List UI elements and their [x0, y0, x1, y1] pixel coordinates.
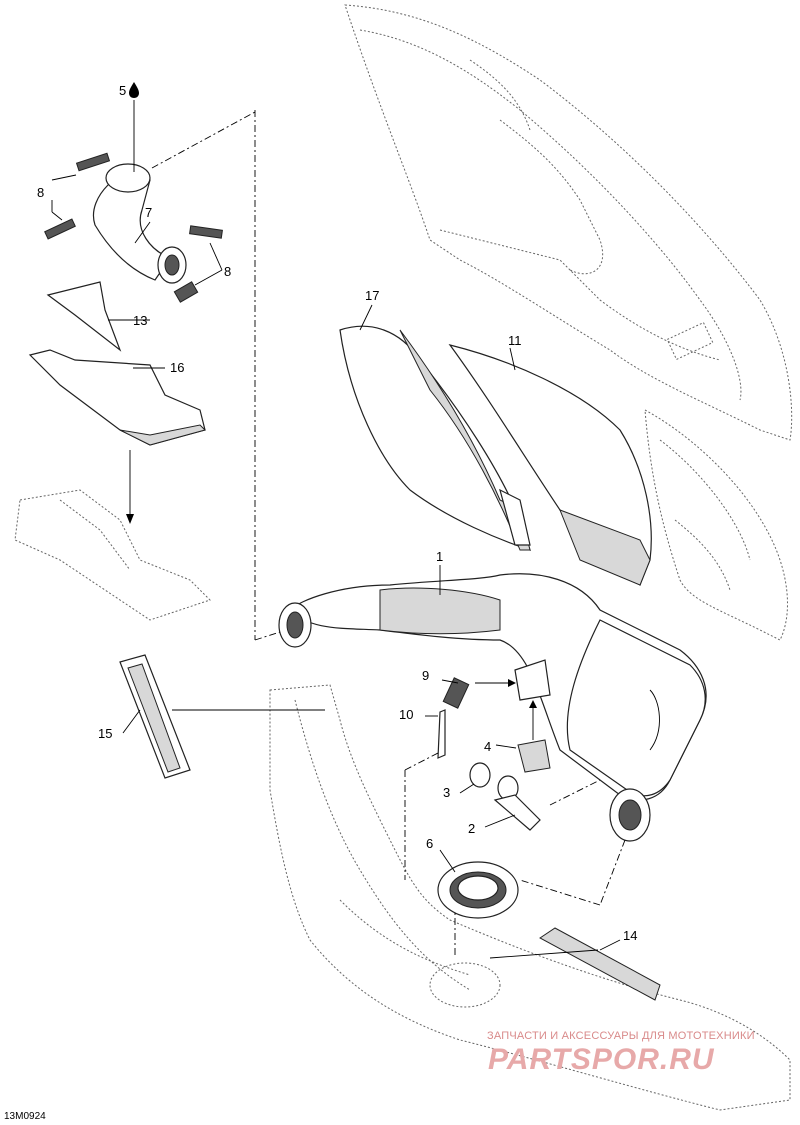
side-panel-ghost — [644, 409, 788, 641]
arrow-right-icon — [508, 679, 516, 687]
heat-shield-11 — [448, 344, 652, 586]
watermark-tagline: ЗАПЧАСТИ И АКСЕССУАРЫ ДЛЯ МОТОТЕХНИКИ — [487, 1030, 755, 1042]
callout-17: 17 — [365, 288, 379, 303]
callout-1: 1 — [436, 549, 443, 564]
callout-11: 11 — [508, 333, 522, 348]
grommet-6 — [437, 861, 519, 919]
elbow-7 — [92, 163, 187, 284]
callout-3: 3 — [443, 785, 450, 800]
callout-6: 6 — [426, 836, 433, 851]
callout-5: 5 — [119, 83, 126, 98]
callout-8-left: 8 — [37, 185, 44, 200]
callout-15: 15 — [98, 726, 112, 741]
muffler-1 — [278, 573, 707, 842]
heat-shield-17 — [339, 325, 531, 551]
heat-shield-16 — [28, 349, 206, 446]
callout-16: 16 — [170, 360, 184, 375]
callout-14: 14 — [623, 928, 637, 943]
callout-4: 4 — [484, 739, 491, 754]
callout-2: 2 — [468, 821, 475, 836]
callout-9: 9 — [422, 668, 429, 683]
callouts: 5 7 8 8 13 16 17 11 1 15 9 10 4 3 2 6 14 — [37, 83, 637, 943]
strip-14 — [539, 927, 661, 1001]
springs-8 — [44, 152, 223, 303]
arrow-down-icon — [126, 514, 134, 524]
callout-13: 13 — [133, 313, 147, 328]
oil-drop-icon — [129, 82, 139, 98]
callout-7: 7 — [145, 205, 152, 220]
diagram-reference-code: 13M0924 — [4, 1111, 46, 1122]
callout-8-right: 8 — [224, 264, 231, 279]
watermark-brand: PARTSPOR.RU — [488, 1043, 715, 1076]
bracket-15 — [119, 654, 191, 779]
shield-13 — [46, 281, 122, 352]
chassis-ghost — [14, 489, 791, 1111]
leader-lines — [51, 100, 626, 959]
hardware-parts — [437, 677, 551, 831]
arrow-up-icon — [529, 700, 537, 708]
callout-10: 10 — [399, 707, 413, 722]
hood-panel-ghost — [344, 4, 793, 441]
